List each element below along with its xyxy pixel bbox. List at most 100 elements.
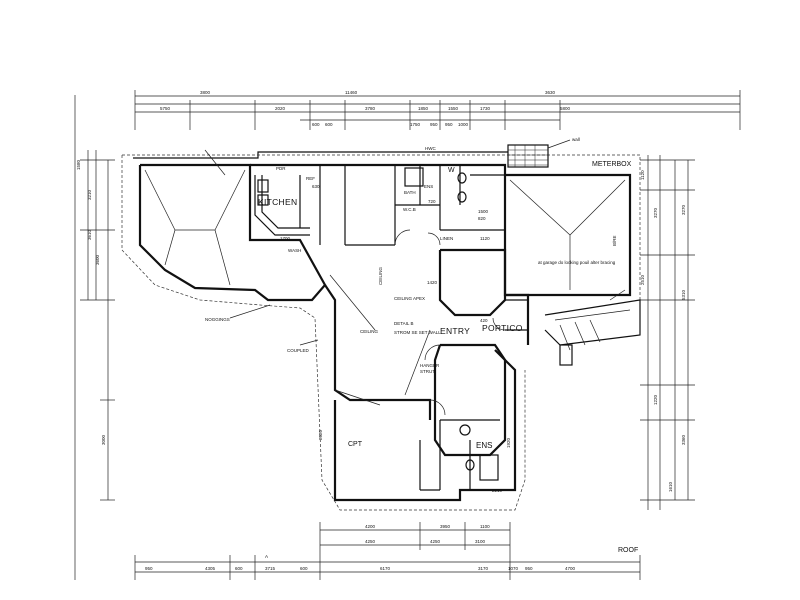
dim-bottom-r3-5: 6170 xyxy=(380,566,391,571)
toilet-icon xyxy=(457,172,467,184)
bottom-dimension-lines: 4200 3950 1100 4250 4250 3100 950 4305 6… xyxy=(134,522,641,580)
dim-right-3: 2510 xyxy=(640,274,645,285)
dim-top-row-3: 1850 xyxy=(418,106,429,111)
dim-bottom-r1-0: 4200 xyxy=(365,524,376,529)
dim-top-small-3: 950 xyxy=(430,122,438,127)
note-bi-re: B/RE xyxy=(612,235,617,246)
note-ens: ENS xyxy=(424,184,433,189)
dim-top-row-4: 1550 xyxy=(448,106,459,111)
dim-int-3: 1120 xyxy=(480,236,490,241)
shower-icon xyxy=(479,454,499,481)
dim-bottom-r1-1: 3950 xyxy=(440,524,451,529)
top-dimension-lines: 3800 11460 3630 5750 2020 3780 1850 1550… xyxy=(134,90,741,130)
room-labels: KITCHEN ENTRY PORTICO ENS CPT METERBOX R… xyxy=(258,161,638,554)
note-detail-b: DETAIL B xyxy=(394,321,414,326)
dim-int-5: 1500 xyxy=(478,209,489,214)
dim-top-row-0: 5750 xyxy=(160,106,171,111)
left-dimension-lines: 1580 3210 3600 3610 3000 xyxy=(74,95,115,580)
dim-right-0: 1120 xyxy=(640,170,645,180)
dim-int-10: 2020 xyxy=(318,429,323,440)
room-label-entry: ENTRY xyxy=(440,326,470,336)
dim-bottom-r2-0: 4250 xyxy=(365,539,376,544)
interior-walls xyxy=(319,165,528,491)
dim-left-0: 1580 xyxy=(76,159,81,170)
note-scale-a: A xyxy=(265,554,268,559)
kitchen-benches xyxy=(254,175,310,236)
dim-top-small-4: 950 xyxy=(445,122,453,127)
dim-int-6: 1420 xyxy=(427,280,438,285)
note-ceiling: CEILING xyxy=(360,329,379,334)
note-strom-set-wall: STROM SE SET WALL xyxy=(394,330,441,335)
dim-top-row-5: 1730 xyxy=(480,106,491,111)
dim-top-small-2: 1750 xyxy=(410,122,421,127)
note-ceiling-left: CEILING xyxy=(378,266,383,285)
dim-left-3: 3610 xyxy=(87,229,92,240)
dim-left-4: 3000 xyxy=(101,434,106,445)
toilet-icon-2 xyxy=(457,191,467,203)
note-garage: at garage do locking pouil alter bracing xyxy=(538,260,616,265)
dim-top-row-2: 3780 xyxy=(365,106,376,111)
note-ref: REF xyxy=(306,176,315,181)
note-strut: STRUT xyxy=(420,369,435,374)
note-pdr: PDR xyxy=(276,166,286,171)
dim-right-7: 1610 xyxy=(668,481,673,492)
dim-bottom-r1-2: 1100 xyxy=(480,524,490,529)
right-dimension-lines: 1120 3270 3270 2510 5310 1220 3360 1610 xyxy=(640,155,695,510)
dim-top-small-0: 600 xyxy=(312,122,320,127)
dim-bottom-r3-9: 4700 xyxy=(565,566,576,571)
note-wall: wall xyxy=(572,137,580,142)
dim-right-2: 3270 xyxy=(681,204,686,215)
ens-toilet-icon xyxy=(465,459,475,471)
dim-bottom-r3-7: 1070 xyxy=(508,566,519,571)
dim-top-row-1: 2020 xyxy=(275,106,286,111)
dim-bottom-r3-1: 4305 xyxy=(205,566,216,571)
portico-detail xyxy=(544,299,641,366)
room-label-cpt: CPT xyxy=(348,441,363,448)
drawing-notes: wall NOGGINGS COUPLED CEILING CEILING A P… xyxy=(205,137,617,559)
dim-bottom-r3-2: 600 xyxy=(235,566,243,571)
note-linen: LINEN xyxy=(440,236,453,241)
dim-bottom-r3-8: 950 xyxy=(525,566,533,571)
dim-bottom-r3-3: 3715 xyxy=(265,566,276,571)
door-swings xyxy=(394,229,506,416)
dim-top-small-5: 1000 xyxy=(458,122,469,127)
note-wcb: W.C.B xyxy=(403,207,416,212)
dim-right-1: 3270 xyxy=(653,207,658,218)
bathroom-fixtures xyxy=(404,167,499,481)
dim-top-left: 3800 xyxy=(200,90,211,95)
basin-icon xyxy=(459,424,471,436)
dim-top-right: 3630 xyxy=(545,90,556,95)
dim-int-4: 420 xyxy=(480,318,488,323)
callout-leaders xyxy=(204,149,626,346)
dim-bottom-r2-1: 4250 xyxy=(430,539,441,544)
note-noggings: NOGGINGS xyxy=(205,317,230,322)
meterbox-hatch xyxy=(507,139,571,168)
dim-top-overall: 11460 xyxy=(345,90,358,95)
note-hanger: HANGER xyxy=(420,363,440,368)
label-meterbox: METERBOX xyxy=(592,161,632,168)
dim-int-8: 2210 xyxy=(492,488,503,493)
dim-left-1: 3210 xyxy=(87,189,92,200)
interior-dimensions: 630 720 820 1120 420 1500 1420 1700 2210… xyxy=(280,184,511,493)
dim-right-5: 1220 xyxy=(653,394,658,405)
dim-int-7: 1700 xyxy=(280,236,291,241)
note-w: W xyxy=(448,167,455,174)
note-wash: WASH xyxy=(288,248,301,253)
dim-bottom-r2-2: 3100 xyxy=(475,539,486,544)
dim-top-row-6: 5800 xyxy=(560,106,571,111)
bath-tub-icon xyxy=(404,167,424,187)
dim-int-1: 720 xyxy=(428,199,436,204)
note-hwc: HWC xyxy=(425,146,436,151)
room-label-kitchen: KITCHEN xyxy=(258,197,297,207)
dim-int-2: 820 xyxy=(478,216,486,221)
dim-int-0: 630 xyxy=(312,184,320,189)
dim-int-9: 1920 xyxy=(506,437,511,448)
note-coupled: COUPLED xyxy=(287,348,310,353)
note-bath: BATH xyxy=(404,190,416,195)
dim-left-2: 3600 xyxy=(95,254,100,265)
dim-right-6: 3360 xyxy=(681,434,686,445)
roof-hip-lines xyxy=(144,169,626,406)
room-label-ens: ENS xyxy=(476,441,492,450)
dim-bottom-r3-4: 600 xyxy=(300,566,308,571)
dim-bottom-r3-0: 950 xyxy=(145,566,153,571)
